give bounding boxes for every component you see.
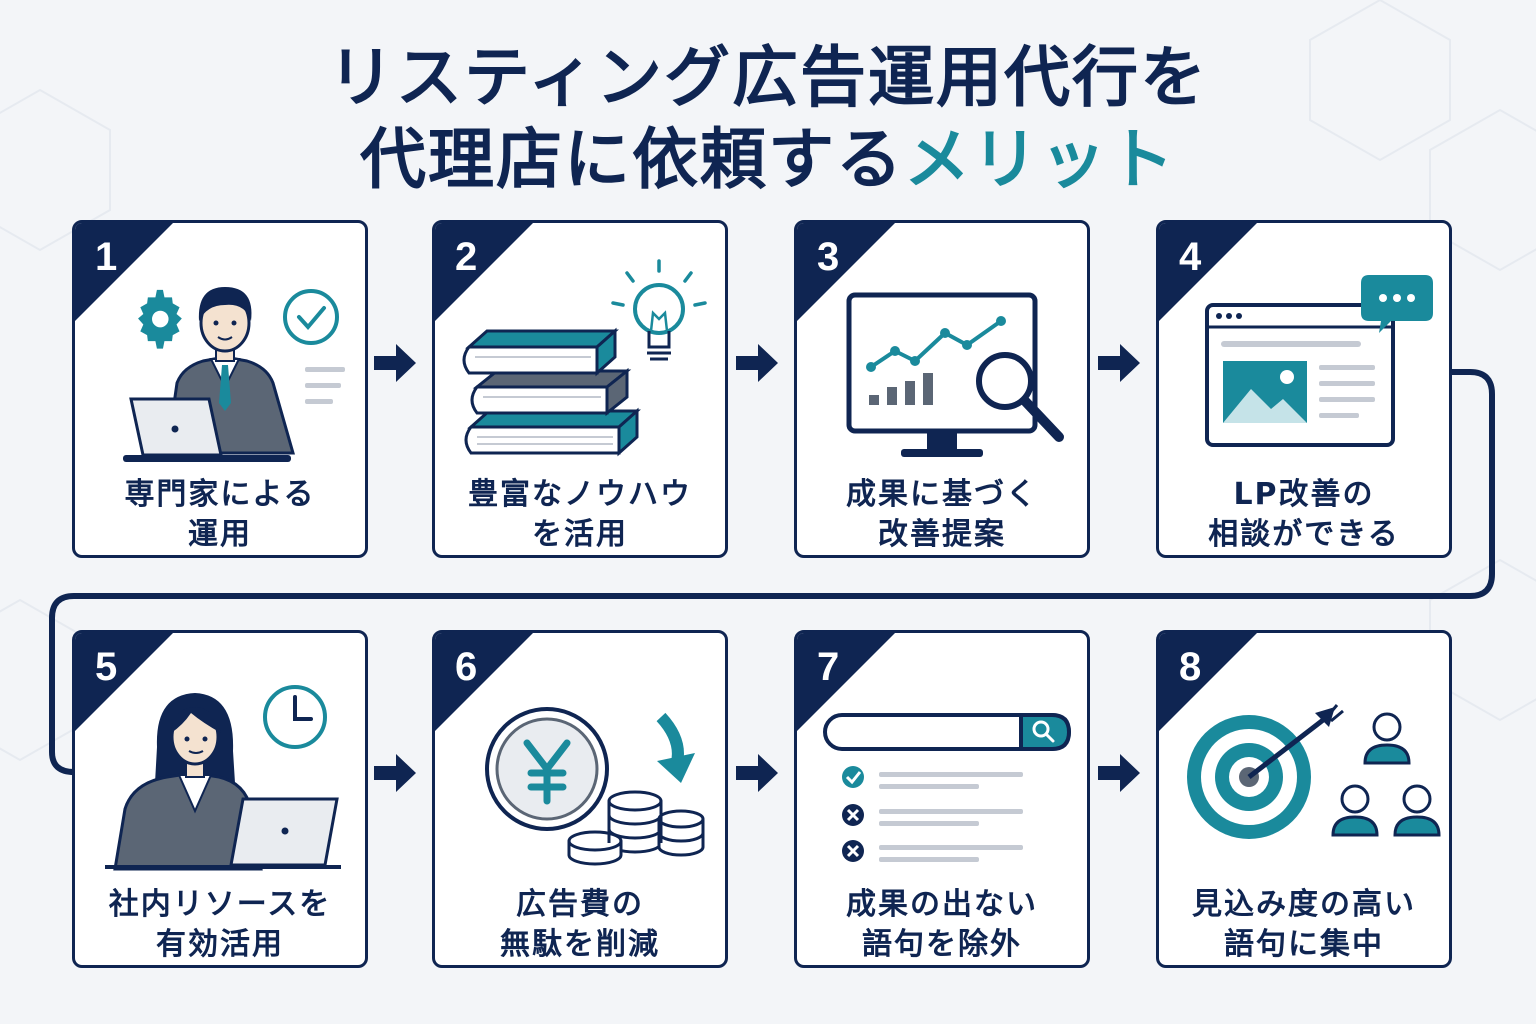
number-corner: [1159, 633, 1257, 731]
card-number: 5: [95, 645, 118, 689]
arrow-1-2: [374, 344, 416, 382]
number-corner: [1159, 223, 1257, 321]
title-accent: メリット: [904, 121, 1176, 198]
businessman-laptop-icon: [123, 287, 345, 462]
title-main: 代理店に依頼する: [360, 121, 904, 198]
card-3: 3 成果に基づく改善提案: [794, 220, 1090, 558]
card-label: 成果の出ない語句を除外: [846, 887, 1038, 962]
arrow-3-4: [1098, 344, 1140, 382]
card-number: 1: [95, 235, 118, 279]
arrow-7-8: [1098, 754, 1140, 792]
card-number: 4: [1179, 235, 1202, 279]
card-label: 専門家による運用: [124, 477, 316, 552]
card-label: 豊富なノウハウを活用: [468, 477, 692, 552]
card-label: 成果に基づく改善提案: [846, 477, 1038, 552]
card-7: 7 成果の出ない語句を除外: [794, 630, 1090, 968]
arrow-6-7: [736, 754, 778, 792]
card-1: 1 専門家による運用: [72, 220, 368, 558]
number-corner: [75, 633, 173, 731]
card-number: 7: [817, 645, 840, 689]
yen-coins-icon: [485, 707, 705, 866]
card-label: 広告費の無駄を削減: [500, 887, 660, 962]
number-corner: [797, 633, 895, 731]
target-people-icon: [1187, 704, 1441, 839]
number-corner: [797, 223, 895, 321]
card-6: 6 広告費の無駄を削減: [432, 630, 728, 968]
webpage-chat-icon: [1205, 275, 1433, 447]
businesswoman-clock-icon: [105, 685, 341, 871]
card-number: 3: [817, 235, 840, 279]
card-4: 4 LP改善の相談ができる: [1156, 220, 1452, 558]
page-title-line1: リスティング広告運用代行を: [327, 39, 1209, 116]
card-5: 5 社内リソースを有効活用: [72, 630, 368, 968]
books-lightbulb-icon: [462, 259, 707, 457]
card-number: 8: [1179, 645, 1202, 689]
card-label: 見込み度の高い語句に集中: [1192, 887, 1416, 962]
card-label: 社内リソースを有効活用: [108, 887, 332, 962]
search-checklist-icon: [823, 713, 1072, 862]
card-number: 6: [455, 645, 478, 689]
card-8: 8 見込み度の高い語句に集中: [1156, 630, 1452, 968]
number-corner: [435, 223, 533, 321]
number-corner: [435, 633, 533, 731]
card-number: 2: [455, 235, 478, 279]
arrow-2-3: [736, 344, 778, 382]
monitor-chart-magnifier-icon: [846, 292, 1064, 457]
card-label: LP改善の相談ができる: [1208, 477, 1400, 552]
arrow-5-6: [374, 754, 416, 792]
card-2: 2 豊富なノウハウを活用: [432, 220, 728, 558]
page-title-line2: 代理店に依頼するメリット: [0, 120, 1536, 200]
number-corner: [75, 223, 173, 321]
